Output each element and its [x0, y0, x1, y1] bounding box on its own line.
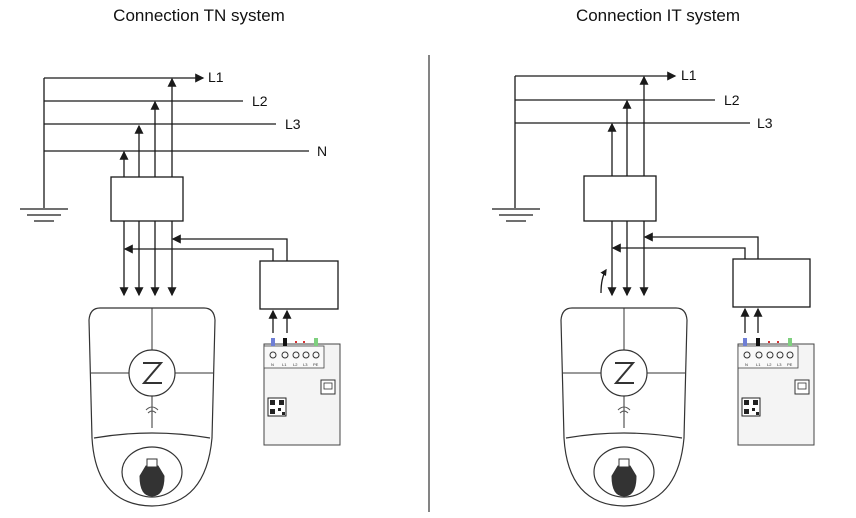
tn-charger-socket [139, 465, 165, 497]
tn-label-l2: L2 [252, 93, 268, 109]
it-terminal-l1: L1 [756, 362, 761, 367]
tn-label-l3: L3 [285, 116, 301, 132]
tn-terminal-pe: PE [313, 362, 319, 367]
tn-terminal-l1: L1 [282, 362, 287, 367]
it-signal-box [732, 258, 811, 308]
tn-signal-wire-1 [171, 234, 288, 261]
tn-label-n: N [317, 143, 327, 159]
it-breaker-box [583, 175, 657, 222]
it-energy-meter: N L1 L2 L3 PE [737, 338, 815, 446]
tn-signal-wire-2 [123, 244, 274, 261]
it-wifi-icon [617, 406, 631, 414]
tn-terminal-l2: L2 [293, 362, 298, 367]
tn-pe-marker [314, 338, 318, 346]
it-rotation-arrow [600, 268, 607, 294]
tn-ground-symbol [20, 208, 68, 222]
tn-terminal-l3: L3 [303, 362, 308, 367]
it-terminal-n: N [745, 362, 748, 367]
it-ground-symbol [492, 208, 540, 222]
tn-l1-marker [283, 338, 287, 346]
it-label-l3: L3 [757, 115, 773, 131]
it-diagram: L1 L2 L3 [492, 67, 815, 507]
tn-neutral-marker [271, 338, 275, 346]
tn-label-l1: L1 [208, 69, 224, 85]
tn-signal-box [259, 260, 339, 310]
tn-wallbox-charger [88, 307, 216, 507]
it-terminal-l3: L3 [777, 362, 782, 367]
it-l1-marker [756, 338, 760, 346]
it-pe-marker [788, 338, 792, 346]
it-terminal-pe: PE [787, 362, 793, 367]
it-label-l2: L2 [724, 92, 740, 108]
tn-qr-code [267, 397, 287, 417]
it-ethernet-port [794, 379, 810, 395]
it-terminal-l2: L2 [767, 362, 772, 367]
it-qr-code [741, 397, 761, 417]
tn-diagram: L1 L2 L3 N [20, 69, 341, 507]
it-wallbox-charger [560, 307, 688, 507]
tn-ethernet-port [320, 379, 336, 395]
tn-energy-meter: N L1 L2 L3 PE [263, 338, 341, 446]
it-diagram-title: Connection IT system [575, 6, 741, 25]
it-signal-wire-1 [643, 232, 759, 259]
tn-diagram-title: Connection TN system [113, 6, 285, 25]
it-label-l1: L1 [681, 67, 697, 83]
tn-breaker-box [110, 176, 184, 222]
it-neutral-marker [743, 338, 747, 346]
tn-wifi-icon [145, 406, 159, 414]
it-charger-socket [611, 465, 637, 497]
it-signal-wire-2 [611, 243, 746, 259]
tn-terminal-n: N [271, 362, 274, 367]
